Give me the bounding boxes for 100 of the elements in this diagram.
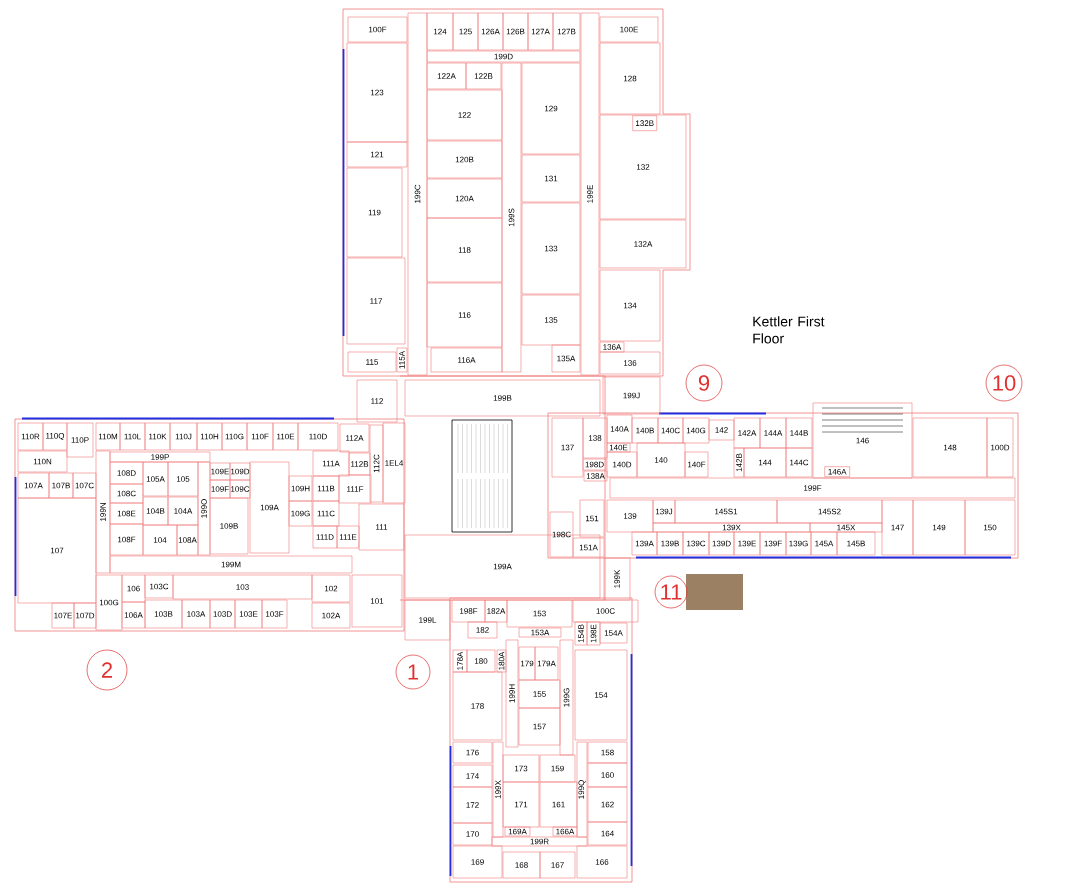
room-box: 174 xyxy=(452,764,493,788)
room-box: 1EL4 xyxy=(382,422,406,504)
room-box: 182 xyxy=(467,621,498,639)
room-box: 168 xyxy=(502,851,541,879)
room-box: 199N xyxy=(95,450,111,574)
room-box: 151A xyxy=(572,537,605,558)
circled-number: 9 xyxy=(685,364,723,402)
room-box: 100E xyxy=(599,16,659,43)
room-box: 100C xyxy=(572,599,639,623)
room-box: 109B xyxy=(209,497,249,555)
room-box: 110E xyxy=(272,422,299,451)
room-box: 145B xyxy=(836,531,876,556)
room-box: 122A xyxy=(426,62,467,90)
room-box: 140E xyxy=(606,442,631,453)
room-box: 112B xyxy=(348,452,371,476)
room-box: 118 xyxy=(426,217,503,283)
room-box: 154 xyxy=(574,649,628,741)
room-box: 198F xyxy=(451,599,486,623)
title: Kettler First Floor xyxy=(753,316,825,344)
room-box: 100D xyxy=(986,417,1014,478)
room-box: 199G xyxy=(559,639,574,756)
room-box: 136A xyxy=(599,341,625,353)
room-box: 103B xyxy=(144,599,183,629)
room-box: 139E xyxy=(733,531,761,556)
room-box: 146A xyxy=(824,466,850,477)
room-box: 145S1 xyxy=(674,499,778,524)
room-box: 103D xyxy=(209,599,236,629)
room-box: 199D xyxy=(426,50,581,63)
room-box: 110D xyxy=(297,422,339,451)
room-box: 178 xyxy=(452,671,503,741)
room-box: 132B xyxy=(632,115,657,131)
room-box: 135A xyxy=(551,344,581,373)
room-box: 126B xyxy=(502,12,529,51)
room-box: 140F xyxy=(684,451,709,478)
room-box: 180A xyxy=(496,649,507,673)
room-box: 106 xyxy=(121,574,146,603)
room-box: 140G xyxy=(682,417,710,444)
room-box: 139G xyxy=(785,531,812,556)
room-box: 104 xyxy=(142,524,178,556)
room-box: 139X xyxy=(652,522,811,533)
room-box: 109C xyxy=(229,479,251,499)
room-box: 102A xyxy=(311,602,351,629)
room-box: 160 xyxy=(587,762,628,788)
room-box: 199C xyxy=(407,12,428,376)
room-box: 164 xyxy=(587,821,628,846)
room-box: 154A xyxy=(599,622,628,644)
room-box: 103A xyxy=(181,599,211,629)
room-box: 139J xyxy=(652,499,676,524)
room-box: 109G xyxy=(288,500,313,527)
room-box: 111E xyxy=(336,525,360,549)
room-box: 122B xyxy=(465,62,502,90)
room-box: 116 xyxy=(426,282,503,348)
room-box: 144C xyxy=(785,447,813,478)
room-box: 125 xyxy=(452,12,479,51)
room-box: 139A xyxy=(631,531,658,556)
room-box: 199B xyxy=(404,379,601,417)
room-box: 110J xyxy=(169,422,198,451)
room-box: 171 xyxy=(502,781,540,828)
room-box: 147 xyxy=(881,499,914,556)
room-box: 180 xyxy=(466,649,496,673)
room-box: 127A xyxy=(527,12,554,51)
room-box: 122 xyxy=(426,89,503,141)
room-box: 144 xyxy=(743,447,787,478)
room-box: 126A xyxy=(477,12,504,51)
room-box: 108F xyxy=(109,523,144,556)
room-box: 119 xyxy=(346,167,403,258)
room-box: 103 xyxy=(172,574,313,600)
room-box: 100F xyxy=(347,16,408,43)
room-box: 110K xyxy=(144,422,171,451)
room-box: 172 xyxy=(452,786,493,824)
room-box: 109H xyxy=(288,475,313,502)
room-box: 199H xyxy=(505,639,519,748)
room-box: 102 xyxy=(311,574,351,603)
room-box: 129 xyxy=(521,62,581,155)
room-box: 154B xyxy=(574,621,588,646)
room-box: 148 xyxy=(912,417,988,478)
room-box: 107C xyxy=(72,472,97,499)
room-box: 109D xyxy=(229,462,251,481)
room-box: 140B xyxy=(631,417,659,444)
room-box: 170 xyxy=(452,822,493,846)
room-box: 178A xyxy=(452,649,468,673)
room-box: 199L xyxy=(404,599,451,641)
room-box: 107 xyxy=(17,497,97,604)
room-box: 173 xyxy=(502,754,540,783)
room-box: 112 xyxy=(356,379,398,423)
room-box: 103F xyxy=(261,599,288,629)
room-box: 155 xyxy=(518,679,561,709)
room-box: 169A xyxy=(504,826,531,837)
room-box: 100G xyxy=(95,574,123,631)
room-box: 111F xyxy=(338,474,372,504)
room-box: 199M xyxy=(109,555,353,574)
room-box: 103C xyxy=(144,574,174,599)
room-box: 199F xyxy=(609,477,1016,499)
room-box: 103E xyxy=(234,599,263,629)
room-box: 101 xyxy=(351,574,403,628)
room-box: 132A xyxy=(599,219,687,269)
room-box: 108A xyxy=(176,524,199,556)
room-box: 105 xyxy=(167,461,199,497)
room-box: 179A xyxy=(534,646,559,681)
room-box: 107D xyxy=(73,602,97,629)
